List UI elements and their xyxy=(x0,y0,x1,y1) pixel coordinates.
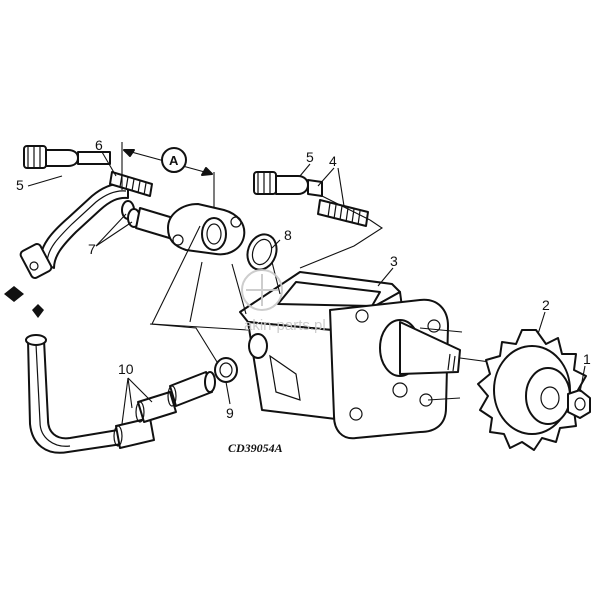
callout-6: 6 xyxy=(95,137,103,153)
suction-hose xyxy=(25,334,216,454)
break-arrows xyxy=(4,286,44,318)
callout-leaders xyxy=(27,151,586,425)
callout-2: 2 xyxy=(542,297,550,313)
callout-9: 9 xyxy=(226,405,234,421)
callout-5-left: 5 xyxy=(16,177,24,193)
callout-8: 8 xyxy=(284,227,292,243)
pump-body xyxy=(239,271,461,440)
callout-3: 3 xyxy=(390,253,398,269)
o-ring-8 xyxy=(246,233,278,271)
callout-7: 7 xyxy=(88,241,96,257)
o-ring-9 xyxy=(214,357,238,383)
callout-5-right: 5 xyxy=(306,149,314,165)
callout-10: 10 xyxy=(118,361,134,377)
threaded-fitting xyxy=(109,171,153,197)
dimension-a xyxy=(121,142,215,208)
callout-a: A xyxy=(169,153,179,168)
watermark: akin-parts.pl xyxy=(241,269,326,334)
callout-4: 4 xyxy=(329,153,337,169)
gear-nut xyxy=(567,389,591,419)
callout-1: 1 xyxy=(583,351,591,367)
drive-gear xyxy=(477,329,587,451)
watermark-text: akin-parts.pl xyxy=(244,317,326,334)
pressure-tube xyxy=(19,182,129,279)
flange-tube xyxy=(135,203,246,256)
drawing-code: CD39054A xyxy=(228,441,283,455)
stud-4 xyxy=(317,199,369,227)
banjo-bolt-right xyxy=(253,171,323,197)
banjo-bolt-left xyxy=(23,145,111,169)
